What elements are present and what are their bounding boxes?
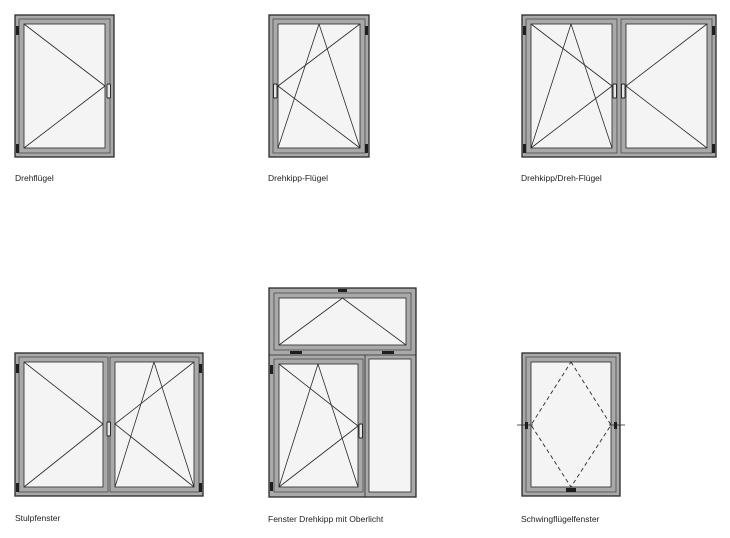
drehfluegel-drawing (14, 14, 115, 158)
window-drehfluegel (14, 14, 115, 158)
handle-icon (106, 421, 111, 437)
caption-drehfluegel: Drehflügel (15, 173, 54, 183)
caption-drehkipp-dreh-fluegel: Drehkipp/Dreh-Flügel (521, 173, 602, 183)
hinge-icon (16, 483, 19, 492)
window-drehkipp-dreh-fluegel (521, 14, 717, 158)
hinge-icon (16, 144, 19, 153)
handle-icon (566, 488, 576, 492)
hinge-icon (523, 144, 526, 153)
hinge-icon (365, 26, 368, 35)
caption-drehkipp-fluegel: Drehkipp-Flügel (268, 173, 328, 183)
handle-icon (612, 83, 617, 99)
hinge-icon (199, 483, 202, 492)
drehkipp-oberlicht-drawing (268, 287, 417, 498)
window-stulpfenster (14, 352, 204, 497)
handle-icon (273, 83, 278, 99)
pivot-icon (525, 422, 528, 429)
hinge-icon (270, 365, 273, 374)
handle-icon (106, 83, 111, 99)
hinge-icon (365, 144, 368, 153)
window-drehkipp-oberlicht (268, 287, 417, 498)
pivot-icon (614, 422, 617, 429)
caption-schwingfluegel: Schwingflügelfenster (521, 514, 600, 524)
window-schwingfluegel (517, 352, 625, 498)
hinge-icon (712, 26, 715, 35)
schwingfluegel-drawing (517, 352, 625, 497)
hinge-icon (712, 144, 715, 153)
hinge-icon (270, 482, 273, 491)
handle-icon (621, 83, 626, 99)
handle-icon (358, 423, 363, 439)
hinge-icon (290, 351, 302, 354)
caption-stulpfenster: Stulpfenster (15, 513, 61, 523)
caption-drehkipp-oberlicht: Fenster Drehkipp mit Oberlicht (268, 514, 384, 524)
hinge-icon (16, 364, 19, 373)
drehkipp-dreh-fluegel-drawing (521, 14, 717, 158)
stulpfenster-drawing (14, 352, 204, 497)
drehkipp-fluegel-drawing (268, 14, 370, 158)
hinge-icon (523, 26, 526, 35)
hinge-icon (199, 364, 202, 373)
transom-latch-icon (338, 289, 347, 292)
window-drehkipp-fluegel (268, 14, 370, 158)
hinge-icon (16, 26, 19, 35)
hinge-icon (382, 351, 394, 354)
